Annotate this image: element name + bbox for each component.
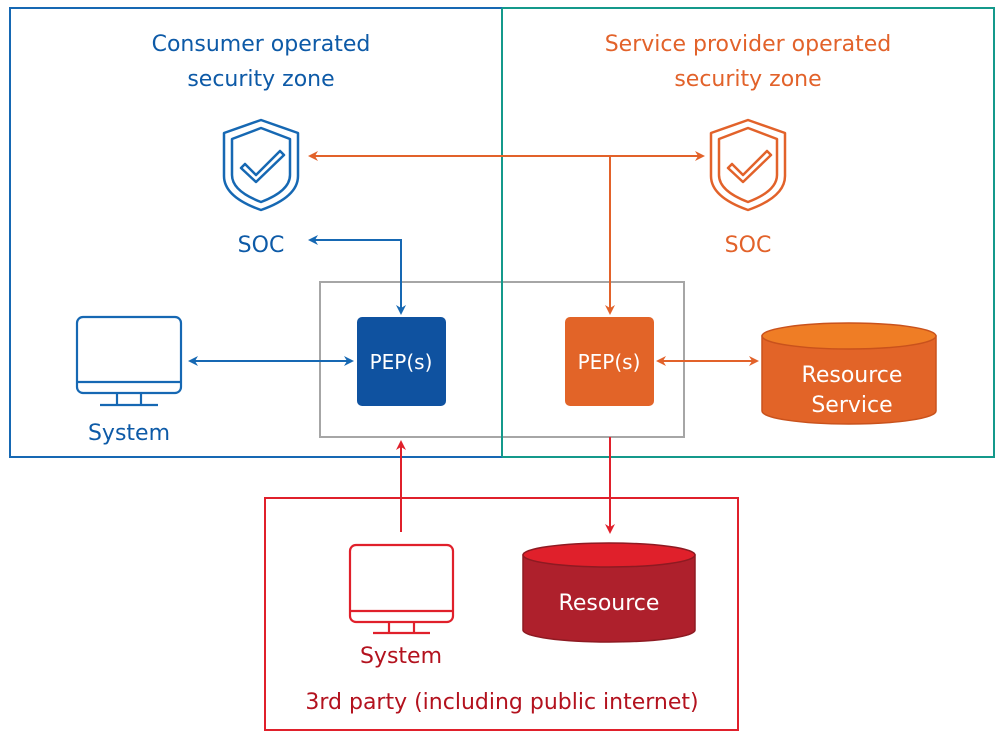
third-party-resource-label: Resource (559, 591, 660, 616)
resource-service-cylinder[interactable]: Resource Service (761, 322, 937, 425)
shield-check-icon (709, 118, 787, 212)
consumer-soc-label: SOC (238, 233, 285, 258)
provider-pep[interactable]: PEP(s) (565, 317, 654, 406)
consumer-pep-label: PEP(s) (370, 350, 433, 374)
consumer-pep[interactable]: PEP(s) (357, 317, 446, 406)
consumer-zone-title-line1: Consumer operated (152, 32, 371, 57)
resource-service-label-line1: Resource (802, 363, 903, 388)
monitor-icon (348, 543, 455, 635)
provider-zone-title-line2: security zone (674, 67, 821, 92)
provider-zone-title-line1: Service provider operated (605, 32, 892, 57)
resource-service-label-line2: Service (811, 393, 892, 418)
monitor-icon (75, 315, 183, 407)
consumer-soc-to-pep-connector (308, 235, 406, 315)
third-party-resource-cylinder[interactable]: Resource (522, 542, 696, 643)
consumer-system-label: System (88, 421, 170, 446)
provider-pep-label: PEP(s) (578, 350, 641, 374)
third-party-zone-title: 3rd party (including public internet) (305, 690, 698, 715)
third-party-zone-boundary (264, 497, 739, 731)
third-party-system-label: System (360, 644, 442, 669)
shield-check-icon (222, 118, 300, 212)
provider-soc-label: SOC (725, 233, 772, 258)
consumer-zone-title-line2: security zone (187, 67, 334, 92)
